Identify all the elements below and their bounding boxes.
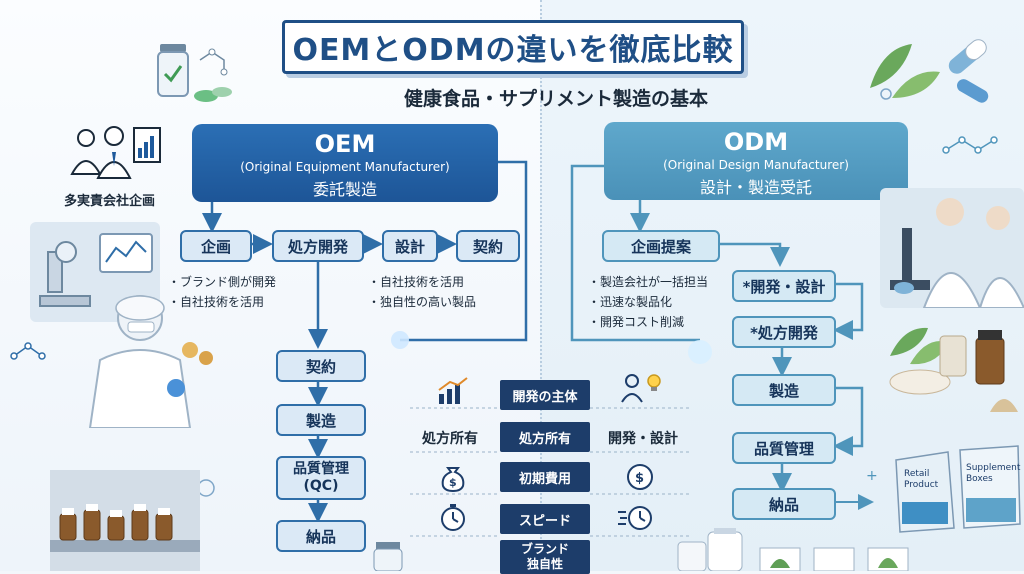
svg-text:+: + (866, 468, 878, 484)
oem-header-box: OEM (Original Equipment Manufacturer) 委託… (192, 124, 498, 202)
odm-header-box: ODM (Original Design Manufacturer) 設計・製造… (604, 122, 908, 200)
odm-step-design: *開発・設計 (732, 270, 836, 302)
cmp-label-brand-uniqueness: ブランド 独自性 (500, 540, 590, 574)
svg-text:Product: Product (904, 480, 939, 490)
oem-bullets-right: 自社技術を活用 独自性の高い製品 (368, 272, 476, 312)
odm-step-delivery: 納品 (732, 488, 836, 520)
scientist-microscope-icon (880, 188, 1024, 308)
supplement-bottle-icon (157, 44, 232, 102)
oem-step-contract: 契約 (456, 230, 520, 262)
health-bottles-icon (677, 528, 743, 571)
odm-step-quality: 品質管理 (732, 432, 836, 464)
odm-fullname: (Original Design Manufacturer) (663, 158, 849, 172)
center-divider (540, 0, 543, 571)
oem-japanese: 委託製造 (312, 180, 377, 199)
retail-box-label: Retail (904, 469, 929, 479)
odm-japanese: 設計・製造受託 (699, 178, 812, 197)
page-subtitle: 健康食品・サプリメント製造の基本 (403, 88, 708, 110)
company-label: 多実責会社企画 (64, 194, 156, 209)
oem-vstep-delivery: 納品 (276, 520, 366, 552)
oem-name: OEM (314, 130, 376, 158)
oem-vstep-quality: 品質管理 (QC) (276, 456, 366, 500)
oem-bullet: ブランド側が開発 (168, 272, 276, 292)
bottle-production-line-icon (50, 470, 200, 571)
odm-bullet: 迅速な製品化 (588, 292, 708, 312)
product-boxes-icon: Retail Product Supplement Boxes (895, 445, 1021, 533)
cmp-label-initial-cost: 初期費用 (500, 462, 590, 492)
fast-clock-icon (618, 506, 652, 530)
odm-name: ODM (723, 128, 789, 156)
oem-vstep-manufacturing: 製造 (276, 404, 366, 436)
lab-scientist-icon (88, 295, 213, 428)
business-people-icon (70, 126, 161, 179)
cmp-oem-ownership: 処方所有 (422, 431, 478, 447)
cmp-label-developer: 開発の主体 (500, 380, 590, 410)
person-idea-icon (621, 374, 661, 403)
oem-step-planning: 企画 (180, 230, 252, 262)
svg-text:$: $ (449, 476, 457, 489)
odm-bullet: 製造会社が一括担当 (588, 272, 708, 292)
oem-vstep-contract: 契約 (276, 350, 366, 382)
svg-text:$: $ (635, 471, 644, 486)
oem-bullets-left: ブランド側が開発 自社技術を活用 (168, 272, 276, 312)
certification-badges-icon (759, 547, 909, 571)
natural-ingredients-icon (889, 327, 1018, 412)
chart-growth-icon (438, 377, 468, 404)
svg-text:Boxes: Boxes (966, 474, 993, 484)
cmp-label-speed: スピード (500, 504, 590, 534)
supplement-box-label: Supplement (966, 463, 1021, 473)
herb-capsule-icon (870, 39, 989, 103)
coin-icon: $ (627, 464, 653, 490)
stopwatch-icon (441, 504, 465, 531)
odm-bullets: 製造会社が一括担当 迅速な製品化 開発コスト削減 (588, 272, 708, 332)
money-bag-icon: $ (441, 467, 465, 492)
cmp-odm-ownership: 開発・設計 (608, 431, 678, 447)
odm-bullet: 開発コスト削減 (588, 312, 708, 332)
page-title: OEMとODMの違いを徹底比較 (292, 33, 734, 68)
oem-step-design: 設計 (382, 230, 438, 262)
oem-bullet: 自社技術を活用 (168, 292, 276, 312)
odm-step-proposal: 企画提案 (602, 230, 720, 262)
oem-bullet: 自社技術を活用 (368, 272, 476, 292)
small-bottle-icon (373, 542, 403, 571)
oem-fullname: (Original Equipment Manufacturer) (240, 160, 450, 174)
oem-step-formulation: 処方開発 (272, 230, 364, 262)
oem-bullet: 独自性の高い製品 (368, 292, 476, 312)
odm-step-formulation: *処方開発 (732, 316, 836, 348)
cmp-label-ownership: 処方所有 (500, 422, 590, 452)
odm-step-manufacturing: 製造 (732, 374, 836, 406)
title-banner: OEMとODMの違いを徹底比較 (282, 20, 744, 74)
